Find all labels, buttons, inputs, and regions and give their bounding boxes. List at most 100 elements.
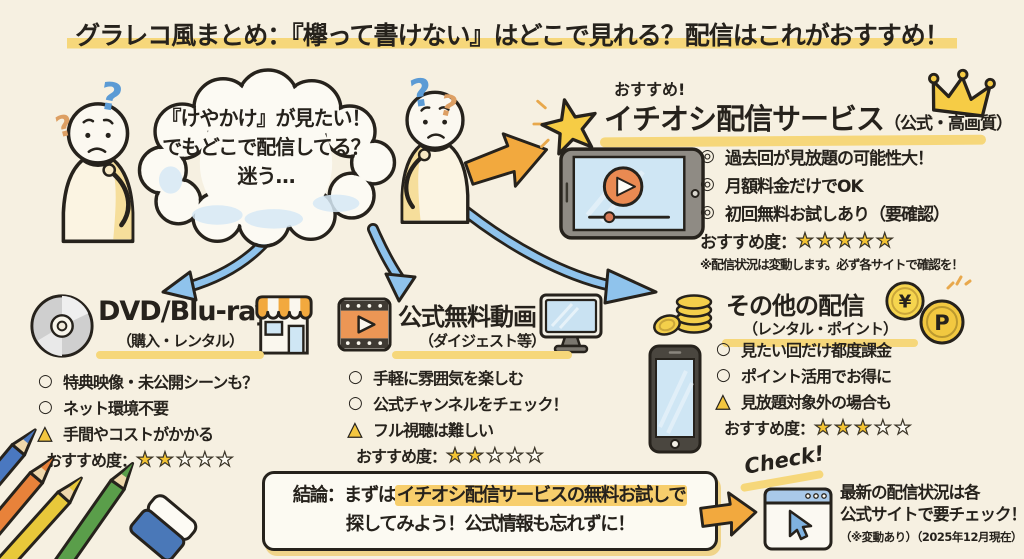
bullet-text: 公式チャンネルをチェック！ [373, 395, 569, 414]
film-icon [336, 296, 393, 353]
check-text: 最新の配信状況は各 公式サイトで要チェック！ （※変動あり）（2025年12月現… [840, 482, 1024, 548]
recommend-title-main: イチオシ配信サービス [604, 102, 885, 136]
coins-icon [650, 282, 720, 337]
star-empty-icon: ★ [873, 414, 894, 439]
dvd-subtitle-underline [96, 351, 264, 359]
thought-cloud [120, 68, 412, 252]
yen-symbol: ¥ [899, 292, 912, 313]
rating-stars: ★★★★★ [135, 446, 236, 471]
other-bullet-list: ○ 見たい回だけ都度課金 ○ ポイント活用でお得に ▲ 見放題対象外の場合も お… [715, 336, 914, 440]
bullet-text: 月額料金だけでOK [725, 176, 864, 197]
yen-coin-icon: ¥ [884, 280, 926, 322]
bullet-mark: ○ [716, 339, 731, 359]
star-filled-icon: ★ [855, 227, 876, 252]
star-icon [532, 86, 608, 162]
star-filled-icon: ★ [815, 227, 836, 252]
cloud-line-2: でもどこで配信してる？ [162, 135, 370, 159]
tablet-video-icon [558, 146, 706, 241]
warning-triangle-mark: ▲ [715, 390, 730, 412]
shop-icon [252, 288, 316, 358]
free-video-subtitle: （ダイジェスト等） [418, 332, 546, 350]
star-filled-icon: ★ [835, 227, 856, 252]
page-title-text: グラレコ風まとめ：『欅って書けない』はどこで見れる？配信はこれがおすすめ！ [67, 21, 957, 50]
bullet-text: ポイント活用でお得に [741, 367, 892, 386]
cloud-line-1: 『けやかけ』が見たい！ [161, 106, 372, 130]
star-filled-icon: ★ [813, 414, 834, 439]
recommend-note: ※配信状況は変動します。必ず各サイトで確認を！ [700, 257, 964, 272]
bullet-mark: ◎ [700, 202, 715, 222]
star-empty-icon: ★ [175, 446, 196, 471]
free-video-section-title: 公式無料動画 [398, 297, 537, 332]
bullet-mark: ○ [38, 371, 53, 391]
rating-row: おすすめ度： ★★★★★ [38, 446, 257, 472]
bullet-mark: ○ [348, 393, 363, 413]
conclusion-line-2: 探してみよう！公式情報も忘れずに！ [345, 514, 636, 535]
pencil-blue [0, 428, 198, 559]
star-empty-icon: ★ [505, 442, 526, 467]
list-item: ○ 特典映像・未公開シーンも？ [38, 368, 258, 394]
arrow-to-recommend-icon [457, 121, 558, 200]
bullet-mark: ○ [38, 397, 53, 417]
warning-triangle-mark: ▲ [347, 418, 362, 440]
bullet-text: 特典映像・未公開シーンも？ [63, 373, 258, 392]
dvd-disc-icon [28, 292, 96, 360]
bullet-text: 見放題対象外の場合も [741, 393, 892, 412]
rating-label: おすすめ度： [724, 419, 815, 438]
list-item: ◎ 過去回が見放題の可能性大！ [700, 142, 949, 170]
recommend-title: イチオシ配信サービス（公式・高画質） [604, 96, 1013, 138]
warning-triangle-mark: ▲ [37, 422, 52, 444]
section-title-text: DVD/Blu-ray [98, 296, 272, 327]
star-filled-icon: ★ [795, 227, 816, 252]
conclusion-highlight: イチオシ配信サービスの無料お試しで [394, 485, 688, 507]
eraser-decoration [129, 494, 198, 559]
rating-stars: ★★★★★ [813, 414, 914, 439]
rating-label: おすすめ度： [356, 447, 447, 466]
bullet-text: 過去回が見放題の可能性大！ [725, 148, 934, 169]
rating-row: おすすめ度： ★★★★★ [700, 226, 949, 254]
bullet-mark: ○ [716, 365, 731, 385]
browser-check-icon [762, 486, 834, 552]
star-filled-icon: ★ [853, 414, 874, 439]
other-subtitle-underline [722, 339, 918, 347]
free-video-bullet-list: ○ 手軽に雰囲気を楽しむ ○ 公式チャンネルをチェック！ ▲ フル視聴は難しい … [347, 364, 569, 468]
star-empty-icon: ★ [485, 442, 506, 467]
crown-icon [923, 64, 998, 130]
conclusion-line-1: 結論：まずはイチオシ配信サービスの無料お試しで [293, 482, 688, 511]
check-note: （※変動あり）（2025年12月現在） [840, 530, 1022, 544]
star-empty-icon: ★ [215, 446, 236, 471]
dvd-section-title: DVD/Blu-ray [98, 296, 272, 327]
arrow-to-check-icon [696, 486, 761, 542]
star-empty-icon: ★ [893, 414, 914, 439]
section-title-text: 公式無料動画 [398, 303, 537, 331]
thinking-person-right-icon [382, 76, 488, 228]
sparkle-icon [944, 272, 972, 294]
bullet-mark: ◎ [700, 146, 715, 166]
rating-stars: ★★★★★ [795, 227, 896, 252]
bullet-text: 手間やコストがかかる [63, 425, 214, 444]
bullet-text: 手軽に雰囲気を楽しむ [373, 369, 524, 388]
section-title-text: その他の配信 [726, 292, 865, 320]
list-item: ○ 手軽に雰囲気を楽しむ [348, 364, 568, 390]
check-line-2: 公式サイトで要チェック！ [840, 505, 1024, 524]
star-filled-icon: ★ [155, 446, 176, 471]
bullet-text: 初回無料お試しあり（要確認） [725, 204, 950, 225]
star-filled-icon: ★ [465, 442, 486, 467]
recommend-bullet-list: ◎ 過去回が見放題の可能性大！ ◎ 月額料金だけでOK ◎ 初回無料お試しあり（… [700, 142, 950, 254]
star-empty-icon: ★ [195, 446, 216, 471]
bullet-text: フル視聴は難しい [373, 421, 494, 440]
check-line-1: 最新の配信状況は各 [840, 483, 981, 502]
list-item: ○ ポイント活用でお得に [716, 362, 914, 388]
bullet-text: 見たい回だけ都度課金 [741, 341, 892, 360]
rating-row: おすすめ度： ★★★★★ [716, 414, 914, 440]
cloud-text: 『けやかけ』が見たい！ でもどこで配信してる？ 迷う… [140, 104, 392, 191]
list-item: ▲ 見放題対象外の場合も [715, 388, 914, 414]
bullet-mark: ◎ [700, 174, 715, 194]
list-item: ◎ 初回無料お試しあり（要確認） [700, 198, 950, 226]
cloud-line-3: 迷う… [237, 164, 296, 188]
rating-stars: ★★★★★ [445, 442, 546, 467]
other-section-title: その他の配信 [726, 286, 865, 321]
other-subtitle: （レンタル・ポイント） [742, 320, 898, 338]
dvd-bullet-list: ○ 特典映像・未公開シーンも？ ○ ネット環境不要 ▲ 手間やコストがかかる お… [37, 368, 258, 472]
bullet-text: ネット環境不要 [63, 399, 169, 418]
